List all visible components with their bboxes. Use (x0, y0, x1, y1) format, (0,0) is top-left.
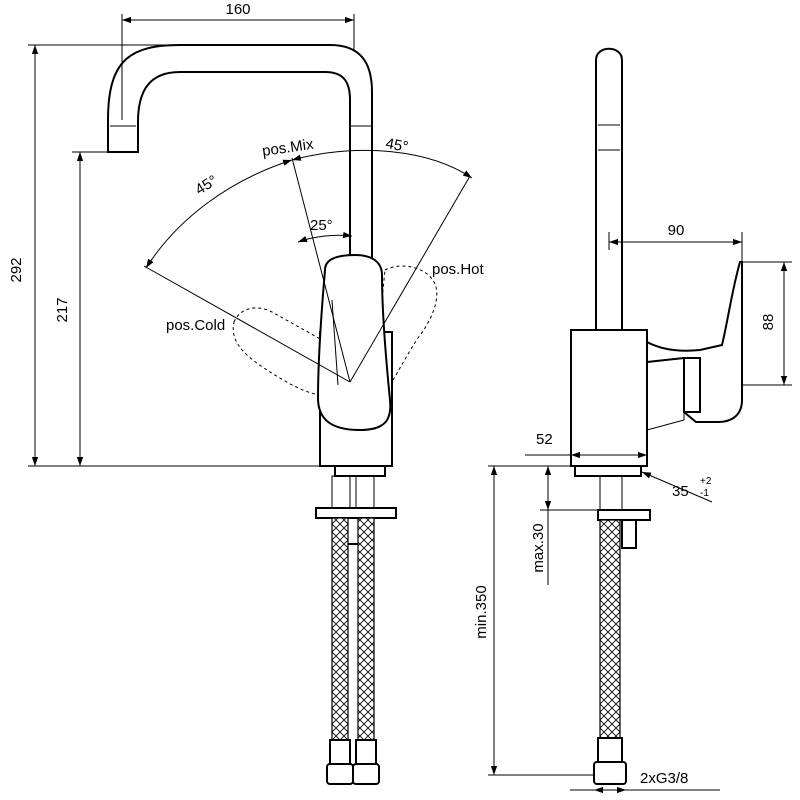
angle-right-label: 45° (384, 135, 409, 156)
base-plate (334, 465, 386, 477)
spout (107, 44, 373, 269)
lever-handle (316, 253, 392, 432)
dim-lever-height-label: 88 (760, 314, 777, 331)
side-lever (646, 261, 743, 423)
lever-hot-position (381, 265, 438, 390)
dim-spout-height-label: 217 (54, 297, 71, 322)
pos-hot-label: pos.Hot (432, 261, 485, 278)
side-hose-nut (593, 761, 627, 785)
side-mounting-plate (597, 509, 651, 521)
side-hose (599, 519, 621, 739)
side-base (574, 465, 642, 477)
side-lever-connector (683, 357, 701, 413)
side-body (570, 329, 648, 467)
dim-base-label: 52 (536, 431, 553, 448)
side-hose-fitting (597, 737, 623, 763)
dim-min-hose-label: min.350 (473, 585, 490, 638)
tolerance-plus: +2 (700, 476, 712, 487)
hose-nut-hot (352, 763, 380, 785)
hose-cold (331, 517, 349, 741)
hose-fitting-cold (329, 739, 351, 765)
lever-highlight (331, 299, 339, 386)
hose-nut-cold (326, 763, 354, 785)
arc-25 (297, 231, 353, 243)
mounting-plate (315, 507, 397, 519)
dim-hole-label: 35 (672, 483, 689, 500)
side-spout (595, 47, 623, 331)
cold-axis-line (143, 265, 351, 383)
dim-leader-35 (641, 471, 713, 503)
dim-max-deck-label: max.30 (530, 523, 547, 572)
side-view: 90 88 52 35 +2 -1 max.30 min.350 2xG3/8 (473, 47, 792, 794)
dim-width-label: 160 (225, 1, 250, 18)
hose-top-hot (355, 475, 375, 509)
hot-axis-line (349, 175, 471, 383)
connection-label: 2xG3/8 (640, 770, 688, 787)
dim-total-height-label: 292 (8, 257, 25, 282)
side-hose-top (599, 475, 623, 511)
hose-hot (357, 517, 375, 741)
angle-left-label: 45° (192, 172, 220, 198)
arc-45-left (145, 159, 293, 269)
hose-top-cold (331, 475, 351, 509)
tolerance-minus: -1 (700, 488, 709, 499)
lever-cold-position (232, 307, 323, 396)
pos-cold-label: pos.Cold (166, 317, 225, 334)
arc-45-right (291, 149, 473, 179)
angle-mix-label: 25° (310, 217, 333, 234)
side-mounting-nut (621, 519, 637, 549)
side-body-step (646, 412, 685, 431)
dim-reach-label: 90 (668, 222, 685, 239)
mix-axis-line (291, 157, 351, 383)
hose-fitting-hot (355, 739, 377, 765)
front-view: 160 292 217 45° 45° 25° pos.Mix pos.Hot … (8, 1, 485, 785)
